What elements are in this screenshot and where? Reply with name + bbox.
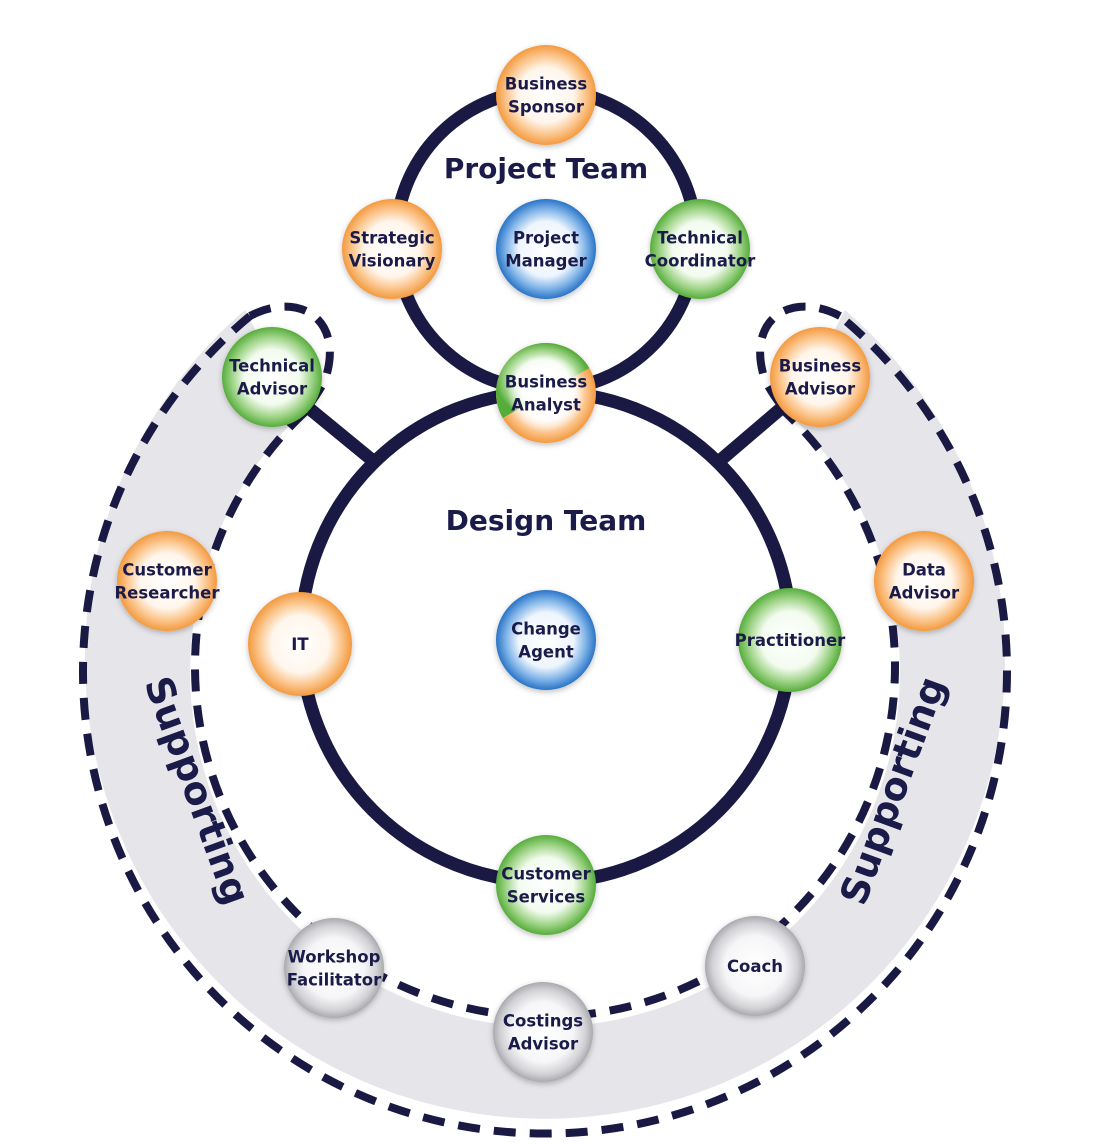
node-circle — [874, 531, 974, 631]
node-label: Technical — [657, 229, 743, 248]
node-label: Strategic — [349, 229, 434, 248]
design-team-label: Design Team — [446, 504, 647, 537]
node-label: Coordinator — [645, 252, 756, 271]
node-circle — [248, 592, 352, 696]
node-circle — [496, 199, 596, 299]
connector-left — [298, 398, 379, 467]
role-nodes: BusinessSponsorStrategicVisionaryProject… — [114, 45, 974, 1082]
left-dashed-cap — [248, 302, 334, 417]
node-label: Manager — [505, 252, 587, 271]
node-circle — [770, 327, 870, 427]
outer-dashed-border — [79, 312, 1011, 1138]
node-it: IT — [248, 592, 352, 696]
node-circle — [738, 588, 842, 692]
node-label: Advisor — [889, 584, 960, 603]
node-circle — [117, 531, 217, 631]
node-label: Workshop — [288, 948, 381, 967]
node-label: Advisor — [237, 380, 308, 399]
right-dashed-cap — [756, 302, 842, 417]
node-circle — [496, 590, 596, 690]
node-label: Change — [511, 620, 581, 639]
node-label: Costings — [503, 1012, 583, 1031]
node-label: Business — [779, 357, 862, 376]
node-label: Data — [902, 561, 946, 580]
node-circle — [496, 835, 596, 935]
node-label: Technical — [229, 357, 315, 376]
supporting-band — [84, 310, 1005, 1119]
node-label: Coach — [727, 957, 783, 976]
node-label: Customer — [501, 865, 591, 884]
node-label: Analyst — [511, 396, 581, 415]
advisor-connectors — [298, 398, 792, 467]
node-label: Business — [505, 75, 588, 94]
node-circle — [705, 916, 805, 1016]
node-circle — [496, 45, 596, 145]
node-circle — [650, 199, 750, 299]
node-label: Business — [505, 373, 588, 392]
node-label: Sponsor — [508, 98, 585, 117]
node-label: Project — [513, 229, 579, 248]
node-label: Advisor — [508, 1035, 579, 1054]
node-label: Visionary — [349, 252, 436, 271]
node-practitioner: Practitioner — [735, 588, 847, 692]
connector-right — [716, 398, 792, 465]
node-label: Services — [507, 888, 586, 907]
node-coach: Coach — [705, 916, 805, 1016]
project-team-label: Project Team — [444, 152, 648, 185]
node-label: Agent — [518, 643, 574, 662]
node-label: Researcher — [114, 584, 220, 603]
node-circle — [222, 327, 322, 427]
node-label: Practitioner — [735, 631, 847, 650]
node-label: Advisor — [785, 380, 856, 399]
node-circle — [493, 982, 593, 1082]
node-circle — [284, 918, 384, 1018]
node-core — [507, 354, 585, 432]
node-label: Customer — [122, 561, 212, 580]
node-label: Facilitator — [287, 971, 382, 990]
node-circle — [342, 199, 442, 299]
node-label: IT — [291, 635, 309, 654]
